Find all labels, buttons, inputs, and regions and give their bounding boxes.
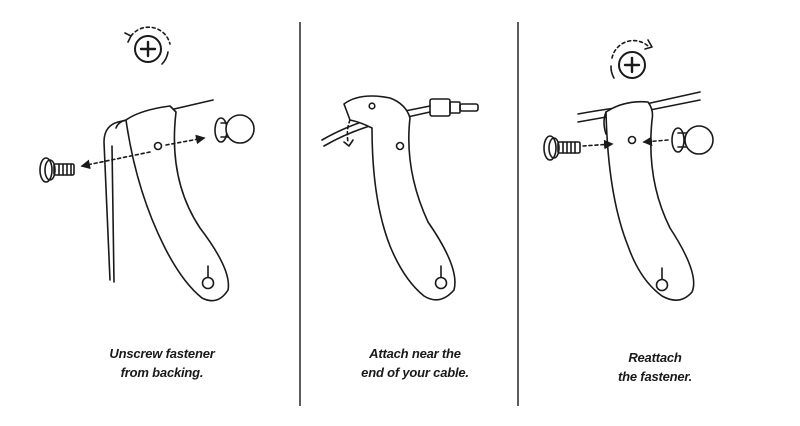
caption-line: from backing.	[120, 365, 204, 380]
panel-1-illustration	[39, 26, 255, 302]
rotate-clockwise-plus-icon	[610, 39, 653, 79]
strap	[343, 95, 456, 301]
caption-line: the fastener.	[618, 369, 692, 384]
caption-line: Unscrew fastener	[109, 346, 215, 361]
screw-icon	[543, 135, 581, 161]
knob-icon	[671, 125, 714, 155]
caption-line: Reattach	[628, 350, 682, 365]
backing-plate	[103, 99, 214, 281]
lightning-plug-icon	[429, 98, 479, 117]
panel-3-illustration	[543, 39, 714, 301]
strap	[125, 105, 230, 302]
panel-2-illustration	[321, 95, 479, 301]
caption-step-3: Reattach the fastener.	[545, 348, 765, 386]
rotate-counterclockwise-plus-icon	[124, 26, 171, 65]
strap	[605, 100, 695, 301]
knob-icon	[214, 114, 255, 144]
caption-step-2: Attach near the end of your cable.	[305, 344, 525, 382]
screw-icon	[39, 157, 75, 183]
caption-line: end of your cable.	[361, 365, 469, 380]
caption-step-1: Unscrew fastener from backing.	[52, 344, 272, 382]
caption-line: Attach near the	[369, 346, 461, 361]
